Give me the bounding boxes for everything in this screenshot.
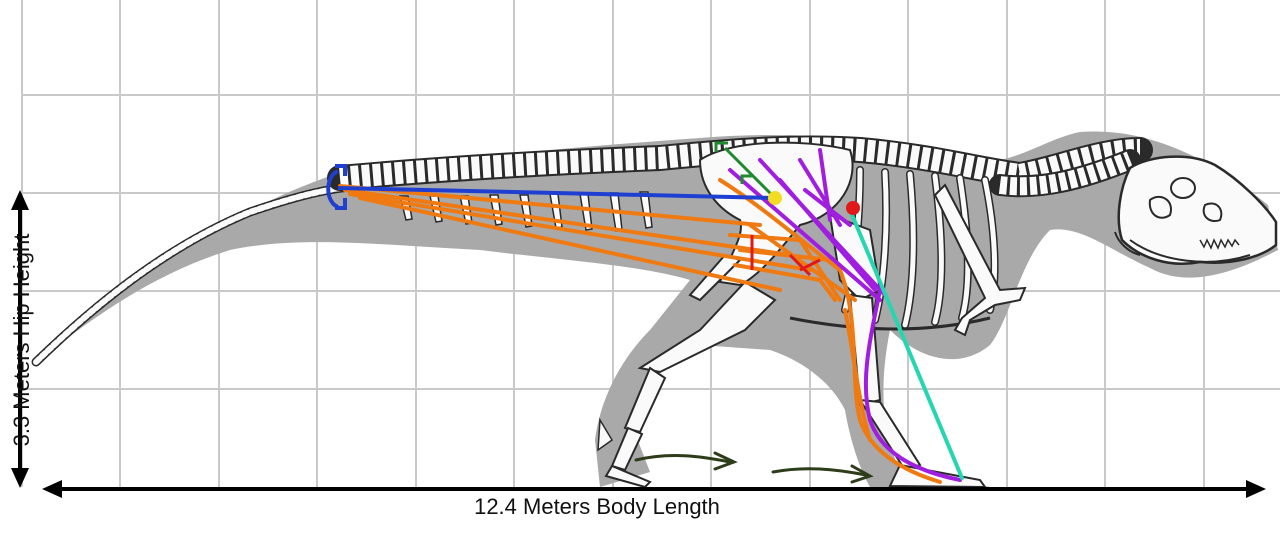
hip-height-label: 3.3 Meters Hip Height (9, 233, 34, 447)
attachment-point-yellow (768, 191, 782, 205)
length-arrow (42, 480, 1266, 498)
muscle-lines-orange (338, 178, 942, 484)
attachment-point-red (846, 201, 860, 215)
muscle-line-green (723, 146, 777, 200)
back-leg (597, 280, 777, 489)
skull (1114, 155, 1278, 265)
muscle-lines-red (750, 235, 821, 277)
height-arrow (11, 190, 29, 488)
body-length-label: 12.4 Meters Body Length (474, 494, 720, 519)
motion-arrow-left (634, 454, 732, 464)
motion-arrows (634, 451, 874, 484)
muscle-line-blue (326, 164, 776, 210)
muscle-line-teal (848, 208, 964, 480)
arm-bone (933, 183, 1027, 337)
muscle-lines-purple (728, 148, 962, 482)
motion-arrow-right (771, 467, 868, 477)
